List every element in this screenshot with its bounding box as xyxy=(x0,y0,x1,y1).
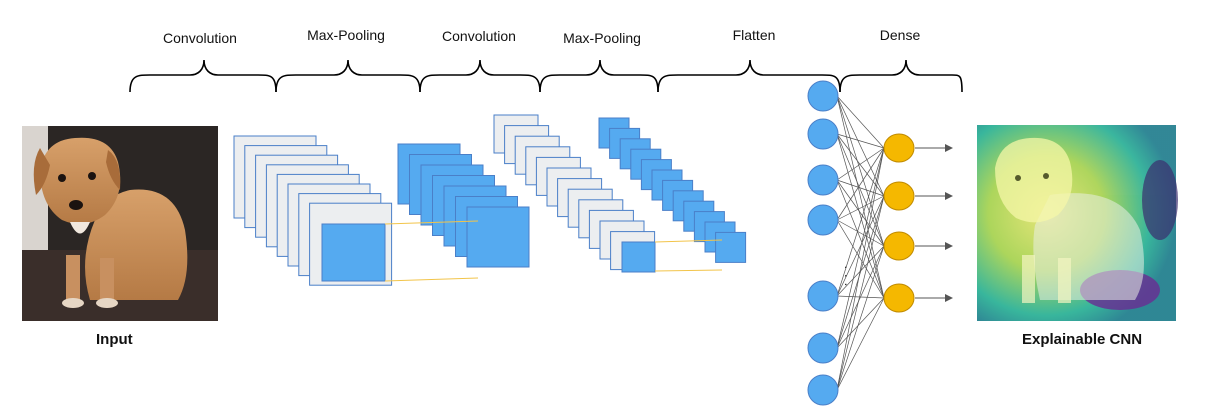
connection-line xyxy=(836,147,885,181)
connection-line xyxy=(836,179,885,299)
connection-line xyxy=(836,147,885,221)
connection-line xyxy=(836,179,885,247)
connection-line xyxy=(836,147,885,391)
connection-line xyxy=(836,195,885,391)
brace-max-pooling-2 xyxy=(539,59,659,93)
pool2-map xyxy=(715,231,747,263)
dense-neuron xyxy=(883,283,915,313)
connection-line xyxy=(836,195,885,349)
connection-line xyxy=(836,147,885,349)
connection-line xyxy=(836,245,885,349)
connection-line xyxy=(836,245,885,391)
brace-convolution-1 xyxy=(129,59,277,93)
stage-label-max-pooling-1: Max-Pooling xyxy=(307,27,385,43)
pool1-feature-maps xyxy=(397,143,530,268)
connection-line xyxy=(836,195,885,221)
stage-label-convolution-1: Convolution xyxy=(163,30,237,46)
conv2-filter-square xyxy=(621,241,656,273)
output-caption: Explainable CNN xyxy=(1022,331,1143,348)
input-caption: Input xyxy=(96,331,133,348)
output-arrows xyxy=(915,144,953,302)
flatten-neuron xyxy=(807,280,839,312)
connection-line xyxy=(836,95,885,149)
dense-neurons xyxy=(883,133,915,313)
connection-line xyxy=(836,95,885,299)
dense-connections xyxy=(836,95,885,391)
explainable-cnn-heatmap-image xyxy=(977,125,1178,321)
connection-line xyxy=(836,195,885,297)
flatten-neuron xyxy=(807,80,839,112)
dense-neuron xyxy=(883,181,915,211)
flatten-neuron xyxy=(807,118,839,150)
conv1-filter-square xyxy=(321,223,386,282)
stage-braces xyxy=(129,59,963,93)
stage-label-convolution-2: Convolution xyxy=(442,28,516,44)
brace-max-pooling-1 xyxy=(275,59,421,93)
neuron-ellipsis: · · · xyxy=(839,265,855,287)
connection-line xyxy=(836,219,885,299)
stage-label-max-pooling-2: Max-Pooling xyxy=(563,30,641,46)
pool1-map xyxy=(466,206,530,268)
brace-dense xyxy=(839,59,963,93)
connection-line xyxy=(836,219,885,247)
brace-flatten xyxy=(657,59,841,93)
stage-label-flatten: Flatten xyxy=(732,27,776,43)
input-dog-image xyxy=(22,126,218,321)
pool2-feature-maps xyxy=(598,117,747,263)
brace-convolution-2 xyxy=(419,59,541,93)
conv1-feature-maps xyxy=(233,135,393,286)
connection-line xyxy=(836,95,885,197)
flatten-neuron xyxy=(807,164,839,196)
connection-line xyxy=(836,133,885,197)
dense-neuron xyxy=(883,133,915,163)
conv2-feature-maps xyxy=(493,114,656,273)
connection-line xyxy=(836,147,885,297)
connection-line xyxy=(836,297,885,349)
flatten-neuron xyxy=(807,332,839,364)
stage-label-dense: Dense xyxy=(879,27,921,43)
flatten-neuron xyxy=(807,374,839,406)
layer-guide-lines xyxy=(384,220,723,282)
connection-line xyxy=(836,133,885,149)
connection-line xyxy=(836,297,885,391)
flatten-neurons xyxy=(807,80,839,406)
dense-neuron xyxy=(883,231,915,261)
flatten-neuron xyxy=(807,204,839,236)
connection-line xyxy=(836,179,885,197)
